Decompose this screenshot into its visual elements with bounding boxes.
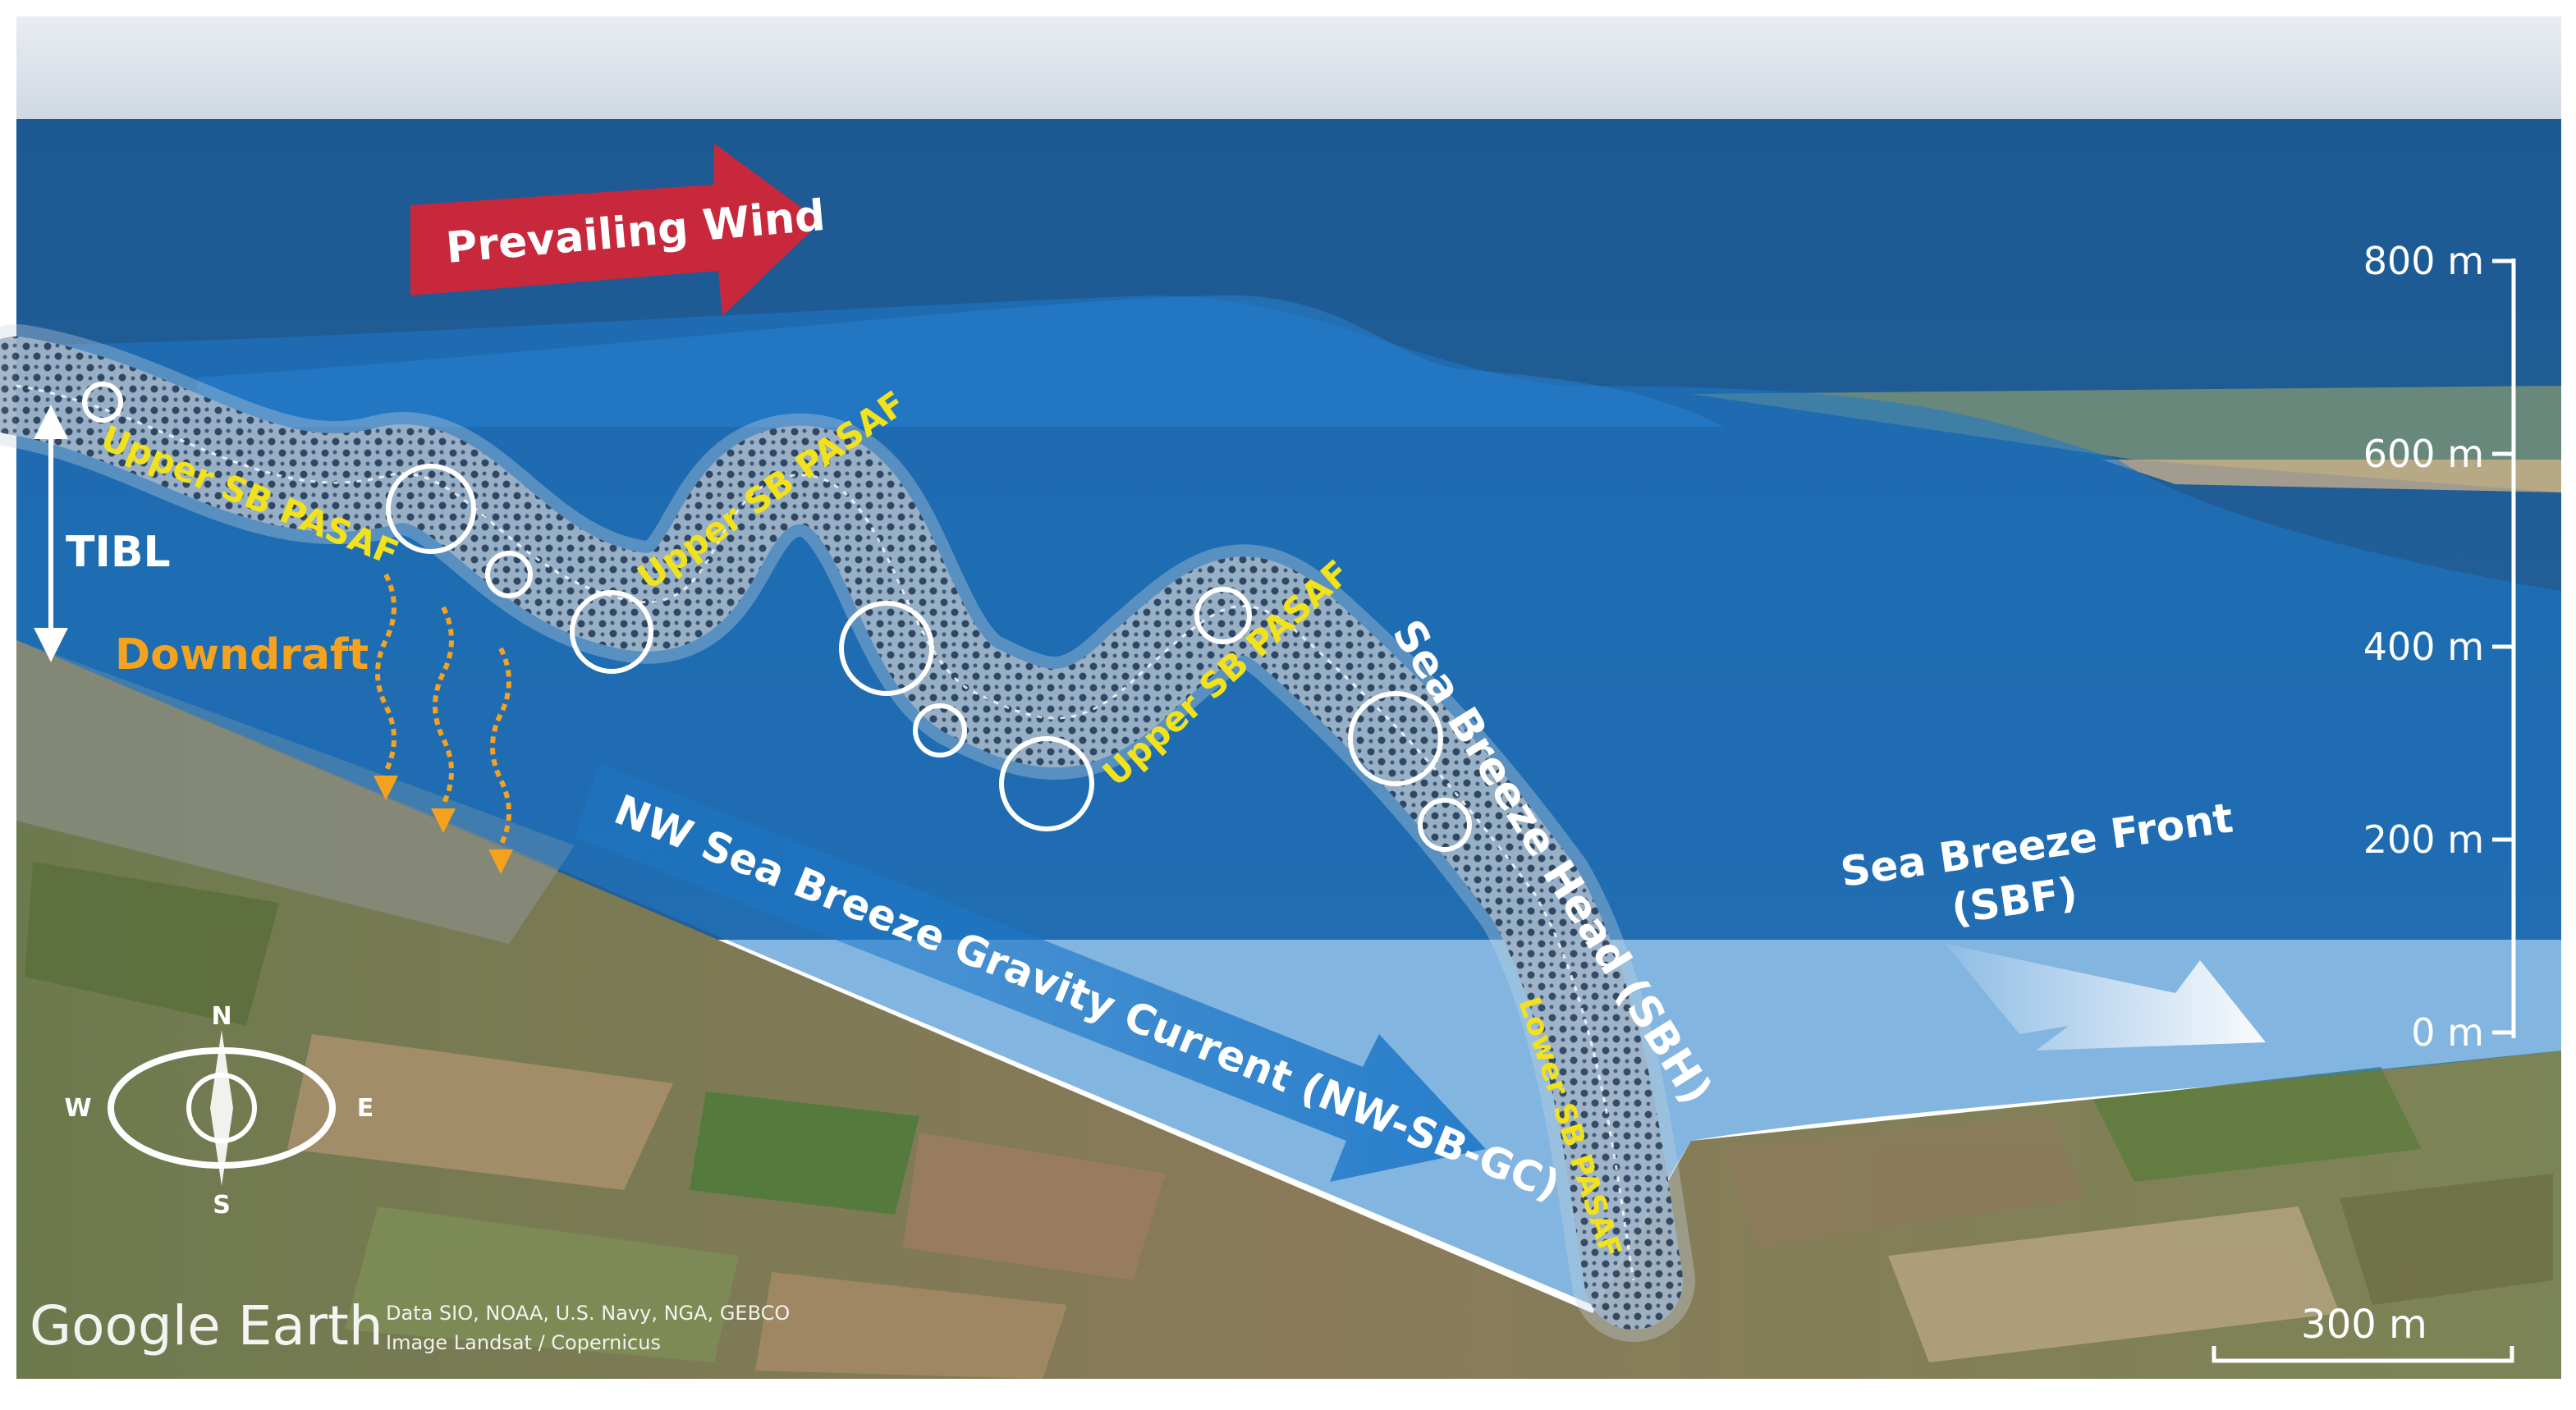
attribution-data-line: Data SIO, NOAA, U.S. Navy, NGA, GEBCO bbox=[386, 1302, 790, 1325]
altitude-tick-600: 600 m bbox=[2363, 432, 2484, 476]
sea-breeze-front-arrow bbox=[1946, 944, 2266, 1051]
distance-scale: 300 m bbox=[2212, 1302, 2514, 1363]
compass-north: N bbox=[211, 1002, 231, 1031]
compass-west: W bbox=[64, 1094, 91, 1123]
compass-icon: N S E W bbox=[64, 1002, 374, 1220]
compass-east: E bbox=[357, 1094, 374, 1123]
sky-band bbox=[16, 16, 2561, 123]
downdraft-arrowheads bbox=[374, 776, 513, 874]
altitude-tick-800: 800 m bbox=[2363, 239, 2484, 283]
compass-south: S bbox=[213, 1191, 231, 1220]
downdraft-label: Downdraft bbox=[115, 630, 369, 680]
altitude-tick-0: 0 m bbox=[2411, 1010, 2484, 1055]
field-patches bbox=[25, 862, 2553, 1379]
prevailing-wind-arrow bbox=[410, 144, 821, 316]
distance-scale-label: 300 m bbox=[2301, 1302, 2427, 1348]
tibl-label: TIBL bbox=[66, 528, 171, 577]
altitude-scale: 800 m 600 m 400 m 200 m 0 m bbox=[2363, 239, 2516, 1055]
attribution-image-line: Image Landsat / Copernicus bbox=[386, 1331, 661, 1354]
google-earth-logo: Google Earth bbox=[30, 1294, 383, 1357]
gravity-current-arrow bbox=[575, 763, 1486, 1182]
sbh-hump bbox=[197, 295, 1724, 427]
tibl-arrow bbox=[34, 405, 68, 662]
urban-area bbox=[16, 640, 575, 944]
beach-strip bbox=[2102, 460, 2561, 492]
eddy-circles bbox=[82, 382, 1472, 852]
altitude-tick-200: 200 m bbox=[2363, 817, 2484, 862]
altitude-tick-400: 400 m bbox=[2363, 625, 2484, 669]
